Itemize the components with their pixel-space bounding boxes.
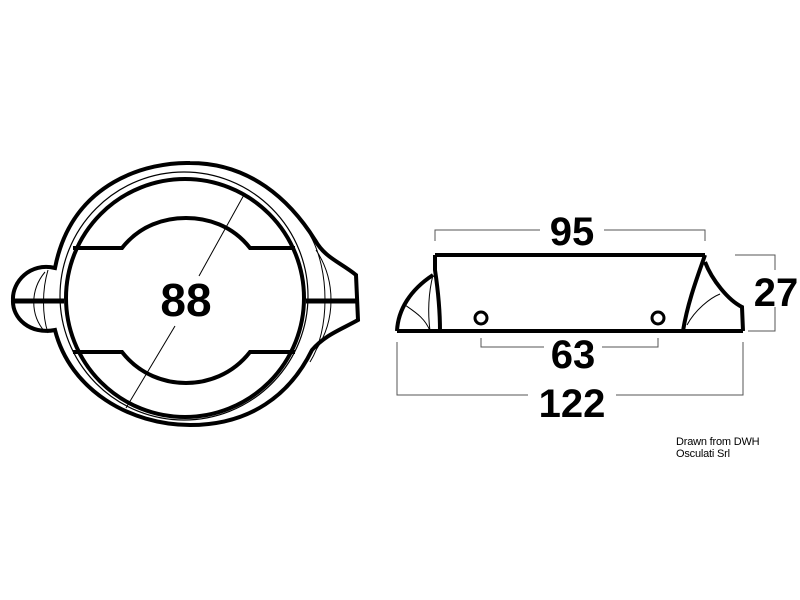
credit-text: Drawn from DWH Osculati Srl — [676, 436, 760, 460]
left-profile-detail — [404, 274, 434, 332]
dim-95-line — [434, 229, 706, 241]
height-label: 27 — [754, 271, 799, 315]
mounting-hole-left — [473, 310, 489, 326]
hole-spacing-label: 63 — [551, 333, 596, 377]
mounting-hole-right — [650, 310, 666, 326]
inner-ring — [64, 177, 306, 419]
outer-outline — [11, 160, 361, 428]
diameter-label: 88 — [160, 274, 211, 326]
diameter-line-lower — [125, 325, 176, 409]
dim-63-line — [480, 338, 659, 348]
right-profile — [681, 254, 745, 332]
top-length-label: 95 — [550, 210, 595, 254]
side-view — [395, 253, 745, 333]
overall-length-label: 122 — [539, 382, 606, 426]
thin-ring — [59, 171, 309, 421]
right-profile-detail — [686, 293, 721, 326]
diameter-line-upper — [198, 192, 246, 277]
center-opening — [73, 215, 295, 386]
left-profile — [395, 255, 442, 332]
dim-122-line — [396, 342, 744, 396]
dimension-lines — [396, 229, 776, 396]
top-view — [11, 160, 361, 428]
dim-27-line — [735, 254, 776, 332]
